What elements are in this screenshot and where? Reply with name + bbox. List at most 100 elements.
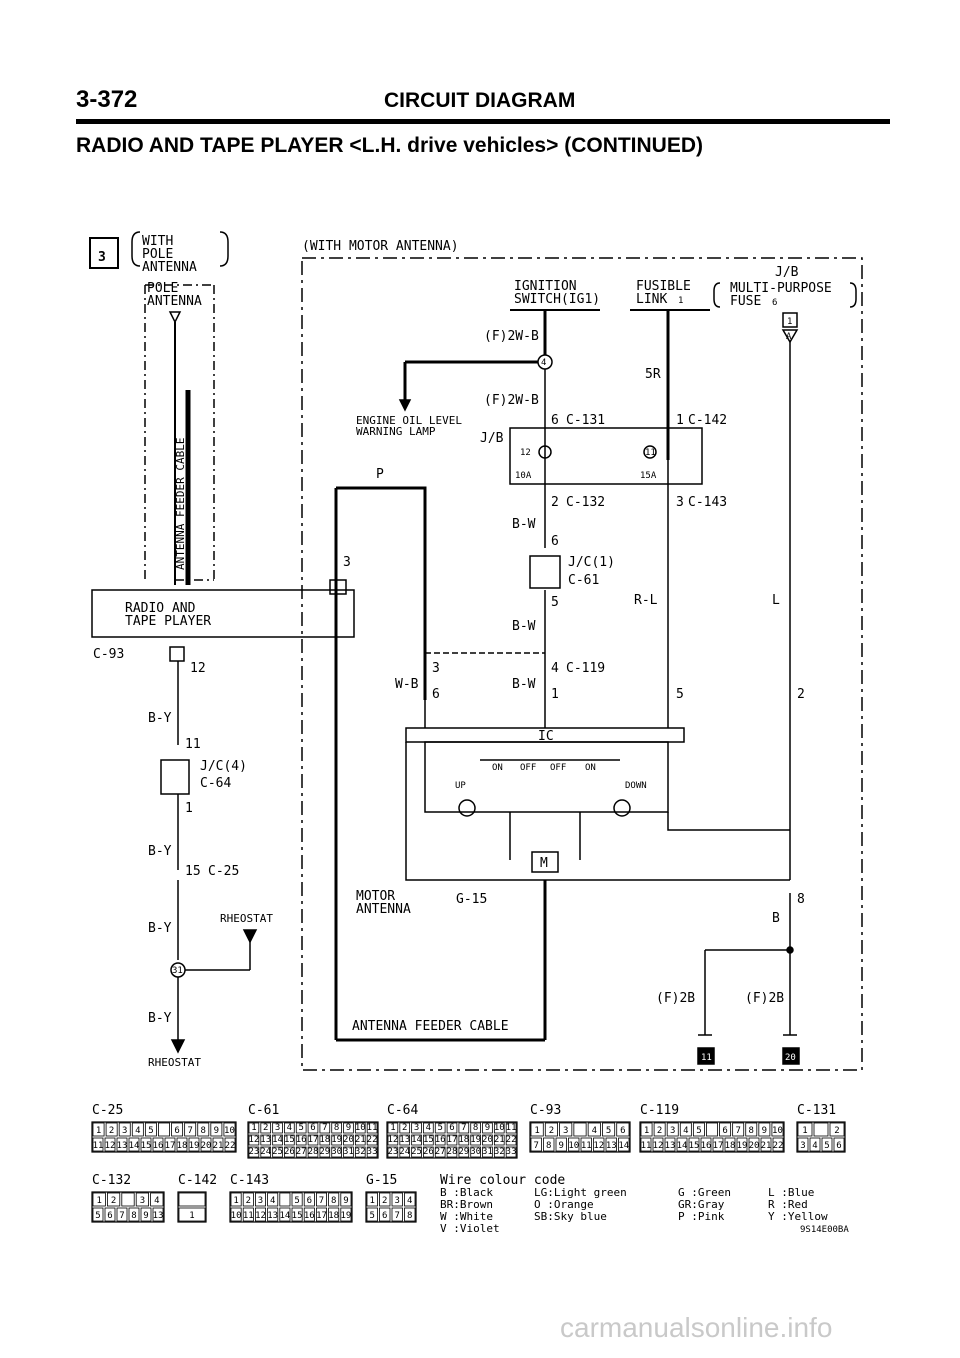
pin-2: 2 — [551, 495, 559, 510]
connector-pin-cell — [470, 1134, 481, 1146]
connector-g15-ref: G-15 — [456, 892, 487, 907]
connector-pin-number: 2 — [111, 1196, 116, 1206]
connector-pin-number: 31 — [482, 1147, 493, 1157]
ic-label: IC — [538, 729, 554, 744]
connector-pin-number: 7 — [187, 1126, 192, 1136]
connector-pin-number: 6 — [449, 1123, 454, 1133]
connector-pin-number: 2 — [109, 1126, 114, 1136]
connector-pin-number: 11 — [506, 1123, 517, 1133]
connector-pin-number: 3 — [395, 1196, 400, 1206]
connector-pin-cell — [248, 1122, 260, 1134]
connector-pin-number: 16 — [701, 1141, 712, 1151]
connector-pin-cell — [772, 1137, 784, 1152]
conn-c93-label: C-93 — [530, 1103, 561, 1118]
connector-pin-cell — [366, 1207, 378, 1222]
conn-c132-label: C-132 — [92, 1173, 131, 1188]
connector-pin-cell — [602, 1122, 616, 1137]
connector-pin-cell — [331, 1134, 342, 1146]
connector-pin-cell — [254, 1192, 266, 1207]
connector-pin-cell — [107, 1192, 121, 1207]
pole-antenna-label-1: POLE — [147, 281, 178, 296]
connector-pin-cell — [284, 1122, 295, 1134]
conn-c131-label: C-131 — [797, 1103, 836, 1118]
connector-pin-cell — [821, 1137, 833, 1152]
connector-pin-cell — [399, 1146, 411, 1158]
feeder-cable-vertical: ANTENNA FEEDER CABLE — [174, 438, 187, 570]
connector-pin-number: 20 — [201, 1141, 212, 1151]
connector-pin-number: 18 — [177, 1141, 188, 1151]
connector-pin-cell — [279, 1207, 291, 1222]
connector-pin-cell — [411, 1134, 422, 1146]
connector-pin-number: 28 — [447, 1147, 458, 1157]
legend-r2c3: GR:Gray — [678, 1198, 725, 1211]
connector-pin-number: 1 — [390, 1123, 395, 1133]
connector-pin-cell — [736, 1137, 748, 1152]
connector-pin-number: 23 — [248, 1147, 259, 1157]
connector-pin-cell — [700, 1137, 712, 1152]
rheostat-label-1: RHEOSTAT — [220, 912, 273, 925]
motor-antenna-2: ANTENNA — [356, 902, 411, 917]
connector-pin-cell — [679, 1122, 692, 1137]
connector-pin-cell — [493, 1134, 505, 1146]
connector-pin-cell — [580, 1137, 592, 1152]
connector-pin-number: 17 — [316, 1211, 327, 1221]
connector-pin-number: 13 — [153, 1211, 164, 1221]
wire-bw-2: B-W — [512, 619, 536, 634]
fuse-12: 12 — [520, 448, 531, 458]
jb-pin: A — [786, 332, 792, 342]
connector-pin-cell — [260, 1146, 272, 1158]
connector-pin-cell — [732, 1122, 745, 1137]
connector-pin-cell — [307, 1122, 319, 1134]
connector-pin-number: 1 — [534, 1126, 539, 1136]
connector-pin-cell — [676, 1137, 688, 1152]
connector-pin-number: 5 — [696, 1126, 701, 1136]
connector-pin-number: 9 — [559, 1141, 564, 1151]
connector-pin-number: 28 — [308, 1147, 319, 1157]
connector-pin-number: 20 — [343, 1135, 354, 1145]
connector-pin-number: 15 — [284, 1135, 295, 1145]
connector-pin-number: 5 — [95, 1211, 100, 1221]
connector-pin-number: 10 — [494, 1123, 505, 1133]
connector-pin-cell — [446, 1146, 458, 1158]
connector-pin-cell — [343, 1134, 354, 1146]
connector-pin-cell — [411, 1122, 422, 1134]
ignition-label-1: IGNITION — [514, 279, 577, 294]
motor-symbol: M — [540, 856, 548, 871]
connector-pin-cell — [568, 1137, 580, 1152]
node-4: 4 — [541, 358, 546, 368]
connector-pin-cell — [573, 1122, 587, 1137]
connector-pin-cell — [354, 1146, 366, 1158]
connector-pin-cell — [144, 1122, 157, 1137]
connector-pin-number: 24 — [399, 1147, 410, 1157]
conn-c64-label: C-64 — [387, 1103, 418, 1118]
connector-pin-number: 33 — [367, 1147, 378, 1157]
connector-pin-number: 9 — [346, 1123, 351, 1133]
legend-r1c2: LG:Light green — [534, 1186, 627, 1199]
connector-pin-number: 1 — [251, 1123, 256, 1133]
connector-pin-number: 18 — [319, 1135, 330, 1145]
connector-pin-number: 12 — [387, 1135, 398, 1145]
legend-r1c3: G :Green — [678, 1186, 731, 1199]
connector-pin-cell — [712, 1137, 724, 1152]
connector-pin-number: 12 — [105, 1141, 116, 1151]
connector-pin-number: 5 — [148, 1126, 153, 1136]
switch-down: DOWN — [625, 781, 647, 791]
connector-pin-cell — [771, 1122, 784, 1137]
legend-r3c3: P :Pink — [678, 1210, 725, 1223]
legend-code: 9S14E00BA — [800, 1225, 849, 1235]
connector-pin-number: 27 — [435, 1147, 446, 1157]
connector-pin-cell — [482, 1122, 493, 1134]
connector-pin-cell — [230, 1207, 242, 1222]
connector-pin-cell — [104, 1137, 116, 1152]
radio-box-label-1: RADIO AND — [125, 601, 196, 616]
connector-pin-number: 9 — [485, 1123, 490, 1133]
connector-pin-number: 19 — [189, 1141, 200, 1151]
fuse-11: 11 — [645, 448, 656, 458]
connector-pin-cell — [434, 1134, 446, 1146]
connector-pin-cell — [272, 1134, 283, 1146]
connector-pin-cell — [829, 1122, 845, 1137]
connector-pin-cell — [470, 1122, 481, 1134]
connector-pin-cell — [315, 1207, 327, 1222]
connector-pin-number: 8 — [749, 1126, 754, 1136]
connector-pin-number: 11 — [367, 1123, 378, 1133]
